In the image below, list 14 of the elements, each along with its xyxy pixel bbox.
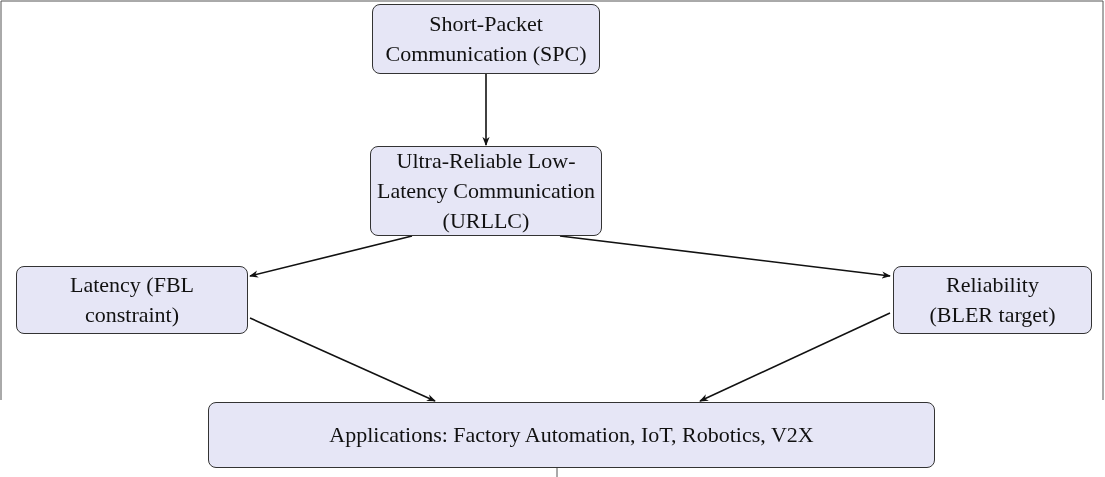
arrow <box>482 73 490 146</box>
arrow <box>249 235 413 278</box>
process-box <box>16 266 248 334</box>
process-box <box>893 266 1092 334</box>
arrow <box>699 312 891 402</box>
box-label: Short-Packet Communication (SPC) <box>384 10 588 68</box>
box-label: Reliability (BLER target) <box>928 271 1057 329</box>
box-label: Latency (FBL constraint) <box>69 271 195 329</box>
box-label: Ultra-Reliable Low-Latency Communication (URLLC) <box>375 147 597 235</box>
arrow <box>249 317 436 402</box>
arrow <box>559 235 891 279</box>
process-box <box>208 402 935 468</box>
box-label: Applications: Factory Automation, IoT, Robotics, V2X <box>329 421 814 449</box>
process-box <box>372 4 600 74</box>
